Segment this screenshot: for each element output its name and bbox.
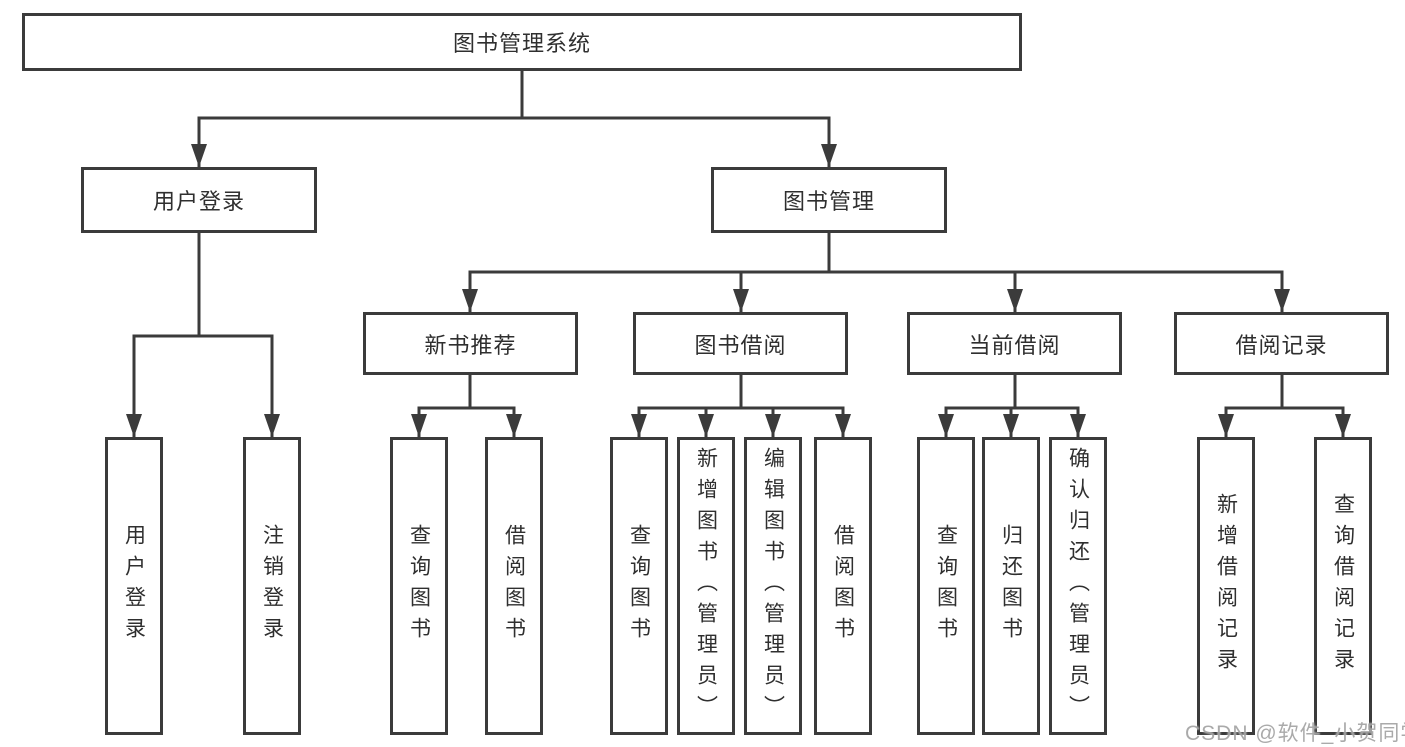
connector-new-book-recommend-children <box>411 375 522 437</box>
connector-book-borrow-children <box>631 375 851 437</box>
node-book-management: 图书管理 <box>711 167 947 233</box>
node-return-books: 归还图书 <box>982 437 1040 735</box>
connector-root-to-level2 <box>191 71 837 167</box>
connector-current-borrow-children <box>938 375 1086 437</box>
connector-borrow-records-children <box>1218 375 1351 437</box>
connector-user-login-children <box>126 232 280 437</box>
node-add-borrow-record: 新增借阅记录 <box>1197 437 1255 735</box>
node-user-login-action: 用户登录 <box>105 437 163 735</box>
node-user-login: 用户登录 <box>81 167 317 233</box>
node-borrow-records: 借阅记录 <box>1174 312 1389 375</box>
node-library-system: 图书管理系统 <box>22 13 1022 71</box>
node-query-books-borrow: 查询图书 <box>610 437 668 735</box>
connector-book-management-children <box>462 232 1290 312</box>
node-query-borrow-record: 查询借阅记录 <box>1314 437 1372 735</box>
node-new-book-recommend: 新书推荐 <box>363 312 578 375</box>
node-borrow-books: 借阅图书 <box>814 437 872 735</box>
node-borrow-books-recommend: 借阅图书 <box>485 437 543 735</box>
node-current-borrow: 当前借阅 <box>907 312 1122 375</box>
node-book-borrow: 图书借阅 <box>633 312 848 375</box>
node-add-books-admin: 新增图书（管理员） <box>677 437 735 735</box>
node-confirm-return-admin: 确认归还（管理员） <box>1049 437 1107 735</box>
node-query-books-current: 查询图书 <box>917 437 975 735</box>
node-edit-books-admin: 编辑图书（管理员） <box>744 437 802 735</box>
watermark: CSDN @软件_小贺同学 <box>1185 722 1405 745</box>
node-logout-action: 注销登录 <box>243 437 301 735</box>
node-query-books-recommend: 查询图书 <box>390 437 448 735</box>
